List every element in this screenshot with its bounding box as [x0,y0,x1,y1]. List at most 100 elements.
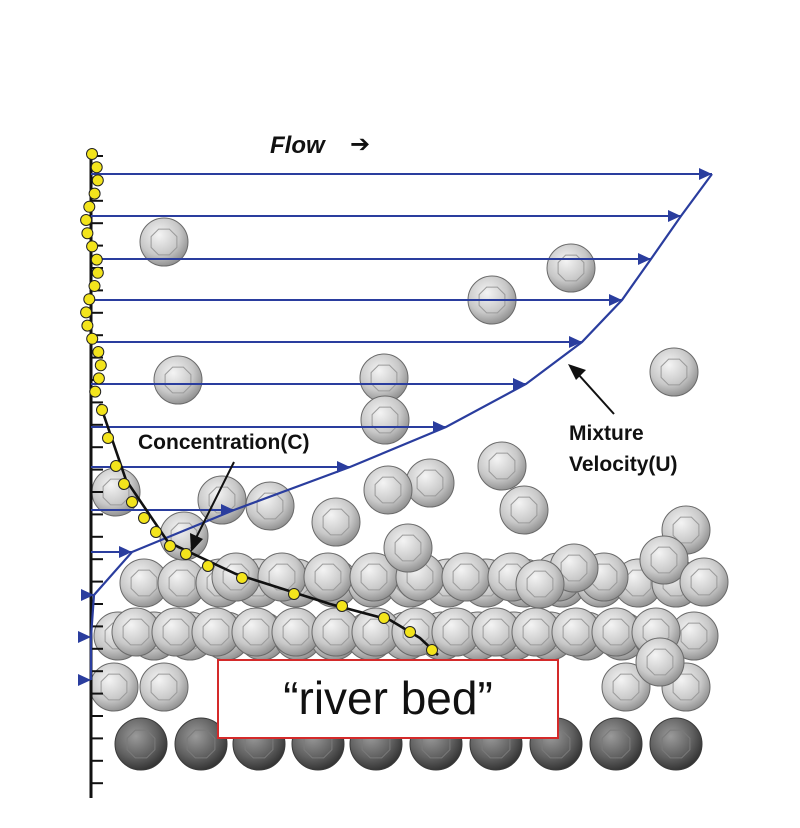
sediment-particle [153,355,203,405]
velocity-pointer [568,364,615,415]
velocity-arrowhead [699,168,712,180]
bed-particle [589,717,643,771]
concentration-marker [94,359,107,372]
velocity-curve [89,173,713,680]
concentration-marker [89,385,102,398]
sediment-particle-facet [562,618,590,646]
sediment-particle [499,485,549,535]
bed-particle-facet [186,729,216,759]
concentration-marker [86,148,98,160]
concentration-marker [426,644,438,656]
bed-particle [114,717,168,771]
river-bed-box [217,659,559,739]
sediment-particle-facet [416,469,444,497]
bed-particle-facet [661,729,691,759]
sediment-particle-facet [522,618,550,646]
sediment-particle-facet [202,618,230,646]
sediment-particle [245,481,295,531]
sediment-particle-facet [371,406,399,434]
sediment-particle [639,535,689,585]
sediment-particle-facet [488,452,516,480]
sediment-particle-facet [150,673,178,701]
sediment-particle-facet [130,569,158,597]
sediment-particle-facet [672,516,700,544]
sediment-particle-facet [374,476,402,504]
suspended-particles [89,217,729,712]
sediment-particle [359,353,409,403]
concentration-marker [88,187,101,200]
sediment-particle [405,458,455,508]
bed-particle [649,717,703,771]
concentration-marker [90,253,103,266]
concentration-marker [81,227,94,240]
concentration-marker [86,240,99,253]
sediment-particle [211,552,261,602]
concentration-marker [92,346,105,358]
mixture-label-line1: Mixture [569,422,644,445]
sediment-particle-facet [362,618,390,646]
concentration-marker [118,478,130,490]
concentration-marker [96,404,108,416]
sediment-particle-facet [680,622,708,650]
mixture-label-line2: Velocity(U) [569,453,678,476]
concentration-marker [378,612,390,624]
sediment-particle-facet [162,618,190,646]
concentration-marker [180,548,192,560]
sediment-particle-facet [150,228,178,256]
concentration-pointer [190,461,235,552]
concentration-marker [80,214,93,226]
sediment-particle-facet [557,254,585,282]
concentration-marker [83,200,96,213]
velocity-arrowhead [513,378,526,390]
velocity-arrowhead [638,253,651,265]
concentration-marker [236,572,248,584]
concentration-marker [288,588,300,600]
sediment-particle [303,552,353,602]
concentration-marker [164,540,176,552]
sediment-particle-facet [646,648,674,676]
concentration-marker [83,293,96,306]
concentration-marker [404,626,416,638]
bed-particle [174,717,228,771]
velocity-arrowhead [119,546,132,558]
velocity-arrowhead [78,674,91,686]
concentration-marker [336,600,348,612]
sediment-particle [383,523,433,573]
sediment-particle-facet [612,673,640,701]
concentration-marker [91,174,104,187]
sediment-particle [635,637,685,687]
sediment-particle [197,475,247,525]
concentration-marker [92,372,105,385]
sediment-particle-facet [650,546,678,574]
velocity-arrowhead [569,336,582,348]
sediment-particle [679,557,729,607]
concentration-marker [102,432,114,444]
flow-arrow-icon: ➔ [350,131,370,158]
sediment-particle [363,465,413,515]
bed-particle-facet [126,729,156,759]
velocity-arrowhead [81,589,94,601]
sediment-particle [139,662,189,712]
sediment-particle-facet [482,618,510,646]
sediment-particle-facet [394,534,422,562]
sediment-particle-facet [242,618,270,646]
sediment-particle-facet [560,554,588,582]
concentration-marker [86,332,99,345]
flow-label: Flow [270,132,326,159]
sediment-particle-facet [602,618,630,646]
sediment-particle-facet [282,618,310,646]
sediment-particle [649,347,699,397]
concentration-marker [81,319,94,332]
velocity-arrowhead [78,631,91,643]
concentration-marker [88,280,101,292]
concentration-marker [90,161,103,174]
velocity-profile [78,168,713,686]
sediment-particle-facet [222,563,250,591]
river-bed-label: “river bed” [283,672,493,724]
sediment-particle-facet [442,618,470,646]
sediment-particle-facet [100,673,128,701]
concentration-marker [91,266,104,279]
sediment-particle [360,395,410,445]
concentration-marker [150,526,162,538]
